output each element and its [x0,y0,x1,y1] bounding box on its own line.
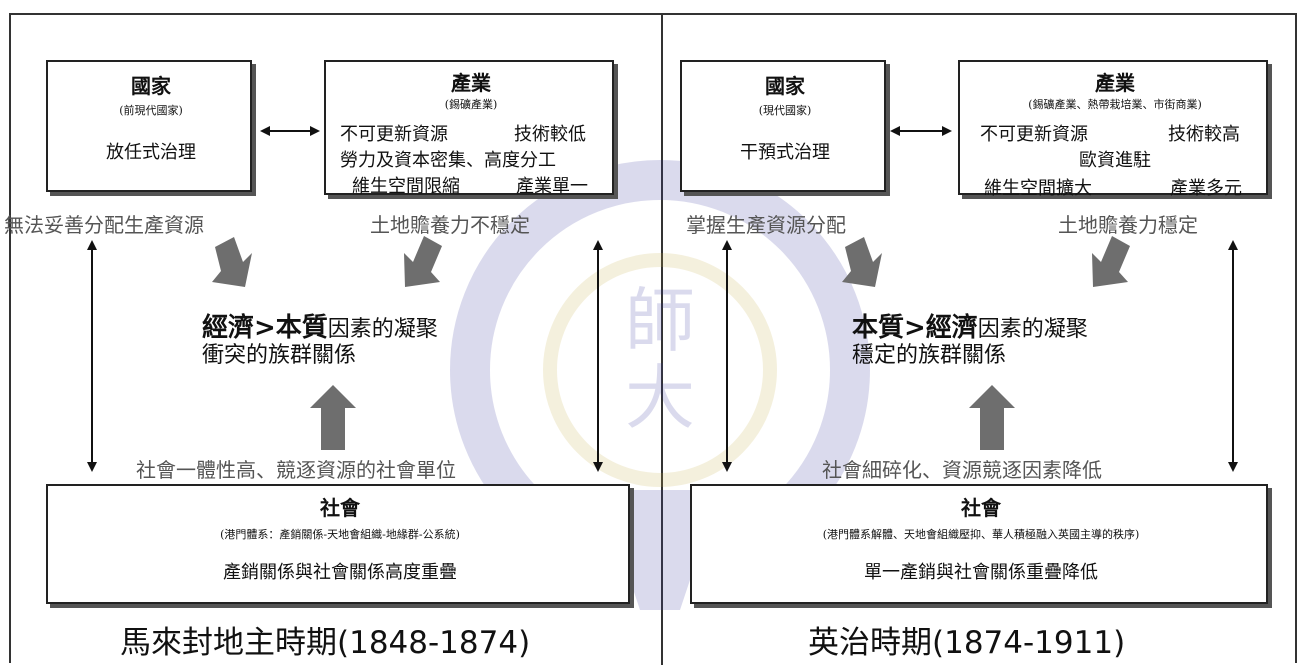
left-center-bold: 經濟>本質 [202,313,328,343]
left-society-effect-label: 社會一體性高、競逐資源的社會單位 [136,458,456,482]
right-industry-effect-label: 土地贍養力穩定 [1058,213,1198,237]
left-gray-arrow-industry [404,236,442,287]
left-industry-line1b: 技術較低 [514,124,586,145]
left-center-line2: 衝突的族群關係 [202,343,357,368]
right-state-subtitle: (現代國家) [758,104,812,117]
watermark-char-bottom: 大 [625,357,695,439]
left-gray-arrow-society [310,385,356,450]
right-state-title: 國家 [765,74,805,98]
left-society-title: 社會 [320,496,360,520]
left-center-line1: 經濟>本質因素的凝聚 [202,307,438,344]
left-state-subtitle: (前現代國家) [119,104,183,117]
right-gray-arrow-society [969,385,1015,450]
right-industry-line3b: 產業多元 [1170,178,1242,199]
right-society-title: 社會 [961,496,1001,520]
right-center-line1: 本質>經濟因素的凝聚 [852,307,1088,344]
right-industry-subtitle: (錫礦產業、熱帶栽培業、市街商業) [1028,98,1202,111]
right-state-box: 國家 (現代國家) 干預式治理 [680,60,886,192]
watermark-char-top: 師 [625,280,695,362]
left-industry-line2: 勞力及資本密集、高度分工 [340,150,556,171]
left-industry-title: 產業 [451,71,491,95]
right-gray-arrow-state [842,237,882,287]
right-period-title: 英治時期(1874-1911) [808,625,1126,661]
right-industry-line2: 歐資進駐 [1079,150,1151,171]
right-society-body: 單一產銷與社會關係重疊降低 [864,562,1098,583]
right-industry-line1b: 技術較高 [1168,124,1240,145]
outer-frame [9,13,1297,663]
left-society-box: 社會 (港門體系：產銷關係-天地會組織-地緣群-公系統) 產銷關係與社會關係高度… [46,484,630,604]
left-gray-arrow-state [212,237,252,287]
right-industry-line1a: 不可更新資源 [980,124,1088,145]
left-society-body: 產銷關係與社會關係高度重疊 [223,562,457,583]
left-society-subtitle: (港門體系：產銷關係-天地會組織-地緣群-公系統) [220,528,460,541]
right-society-box: 社會 (港門體系解體、天地會組織壓抑、華人積極融入英國主導的秩序) 單一產銷與社… [690,484,1268,604]
left-state-box: 國家 (前現代國家) 放任式治理 [46,60,252,192]
right-center-line2: 穩定的族群關係 [852,343,1007,368]
left-industry-box: 產業 (錫礦產業) 不可更新資源 技術較低 勞力及資本密集、高度分工 維生空間限… [324,60,614,197]
right-industry-title: 產業 [1095,71,1135,95]
left-industry-line3a: 維生空間限縮 [352,176,460,197]
left-industry-effect-label: 土地贍養力不穩定 [370,213,530,237]
right-industry-box: 產業 (錫礦產業、熱帶栽培業、市街商業) 不可更新資源 技術較高 歐資進駐 維生… [958,60,1268,199]
center-divider [661,13,663,665]
left-industry-subtitle: (錫礦產業) [444,98,498,111]
right-society-effect-label: 社會細碎化、資源競逐因素降低 [822,458,1102,482]
right-gray-arrow-industry [1092,236,1130,287]
right-center-rest: 因素的凝聚 [977,317,1088,342]
right-industry-line3a: 維生空間擴大 [984,178,1092,199]
right-center-bold: 本質>經濟 [852,313,978,343]
left-period-title: 馬來封地主時期(1848-1874) [120,625,531,661]
left-center-rest: 因素的凝聚 [327,317,438,342]
right-state-body: 干預式治理 [740,142,830,163]
left-industry-line1a: 不可更新資源 [340,124,448,145]
left-state-title: 國家 [131,74,171,98]
left-state-effect-label: 無法妥善分配生產資源 [4,213,204,237]
right-society-subtitle: (港門體系解體、天地會組織壓抑、華人積極融入英國主導的秩序) [822,528,1140,541]
left-industry-line3b: 產業單一 [516,176,588,197]
right-state-effect-label: 掌握生產資源分配 [686,213,846,237]
left-state-body: 放任式治理 [106,142,196,163]
